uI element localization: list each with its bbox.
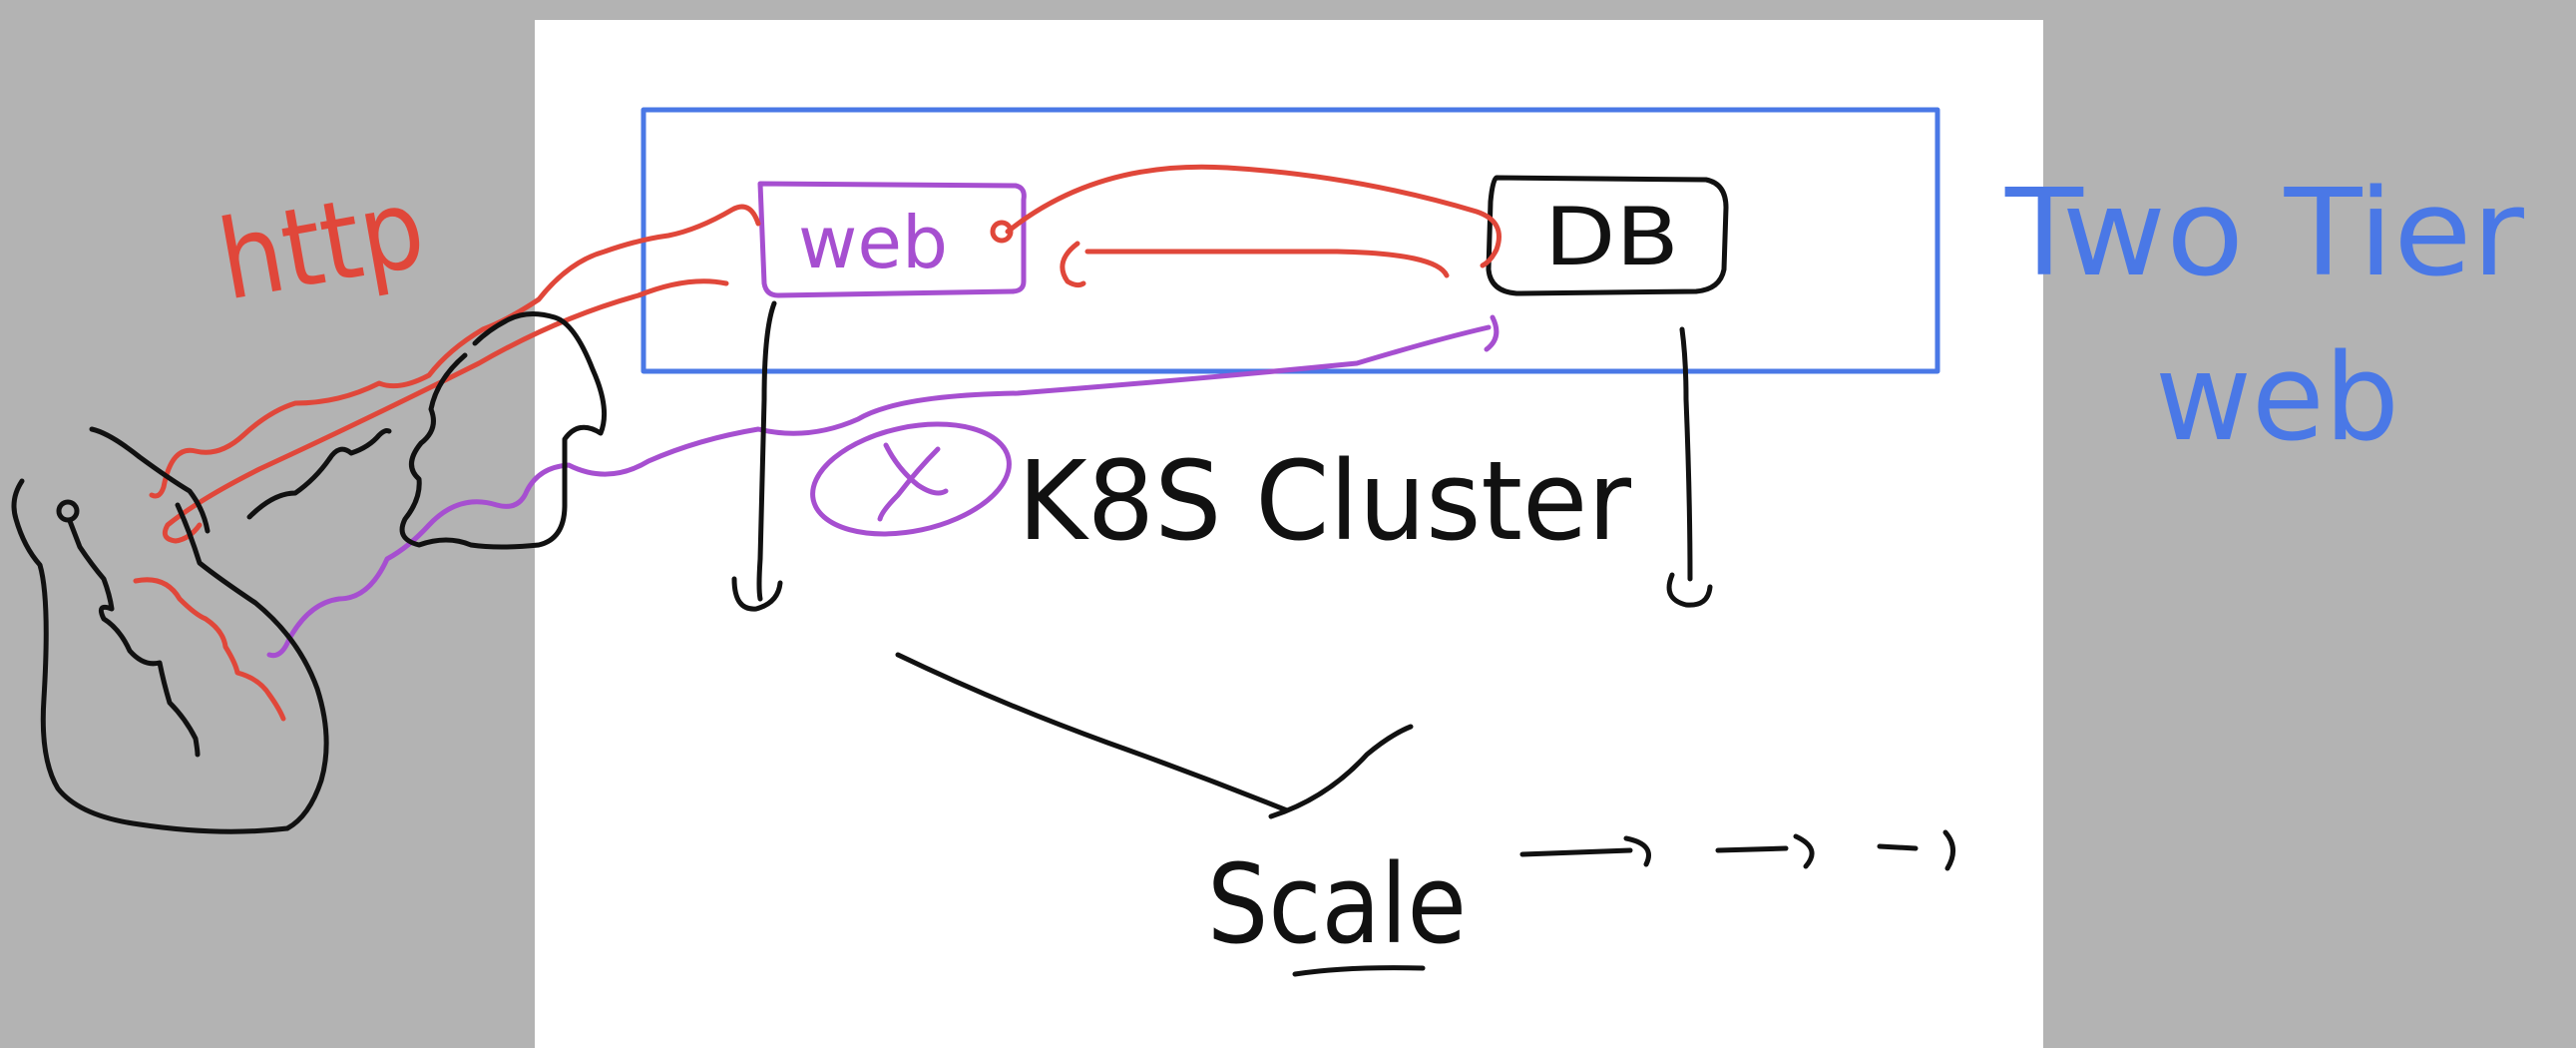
web-node-box [757, 181, 1027, 298]
http-label: http [210, 164, 433, 325]
db-node-box [1486, 175, 1729, 296]
failure-marker-oval [810, 421, 1012, 537]
web-to-db-arrow [1005, 164, 1502, 268]
http-response-squiggle [133, 577, 286, 722]
diagram-title-line2: web [2155, 329, 2399, 468]
db-to-web-arrow [1060, 241, 1450, 288]
db-scale-down-arrow [1666, 326, 1713, 608]
client-arm-squiggle [246, 428, 392, 520]
http-request-line-upper [149, 204, 761, 499]
diagram-title-line1: Two Tier [2004, 165, 2525, 303]
client-figure-head [89, 426, 211, 534]
scale-connector [895, 652, 1414, 819]
web-scale-down-arrow [731, 300, 783, 612]
scale-progress-arrows [1519, 829, 1955, 871]
server-cloud [399, 311, 608, 550]
db-node-label: DB [1544, 191, 1679, 283]
web-port-dot [990, 220, 1014, 244]
whiteboard-page [535, 20, 2043, 1048]
client-figure-outline [11, 478, 329, 834]
scale-underline [1292, 965, 1426, 977]
scale-label: Scale [1207, 840, 1467, 968]
k8s-cluster-label: K8S Cluster [1018, 437, 1632, 565]
client-figure-detail [67, 518, 201, 758]
db-to-client-purple-line [266, 314, 1500, 659]
http-request-line-lower [162, 278, 729, 544]
web-node-label: web [798, 201, 948, 284]
client-figure-eye [56, 499, 80, 523]
failure-marker-x [877, 442, 949, 522]
